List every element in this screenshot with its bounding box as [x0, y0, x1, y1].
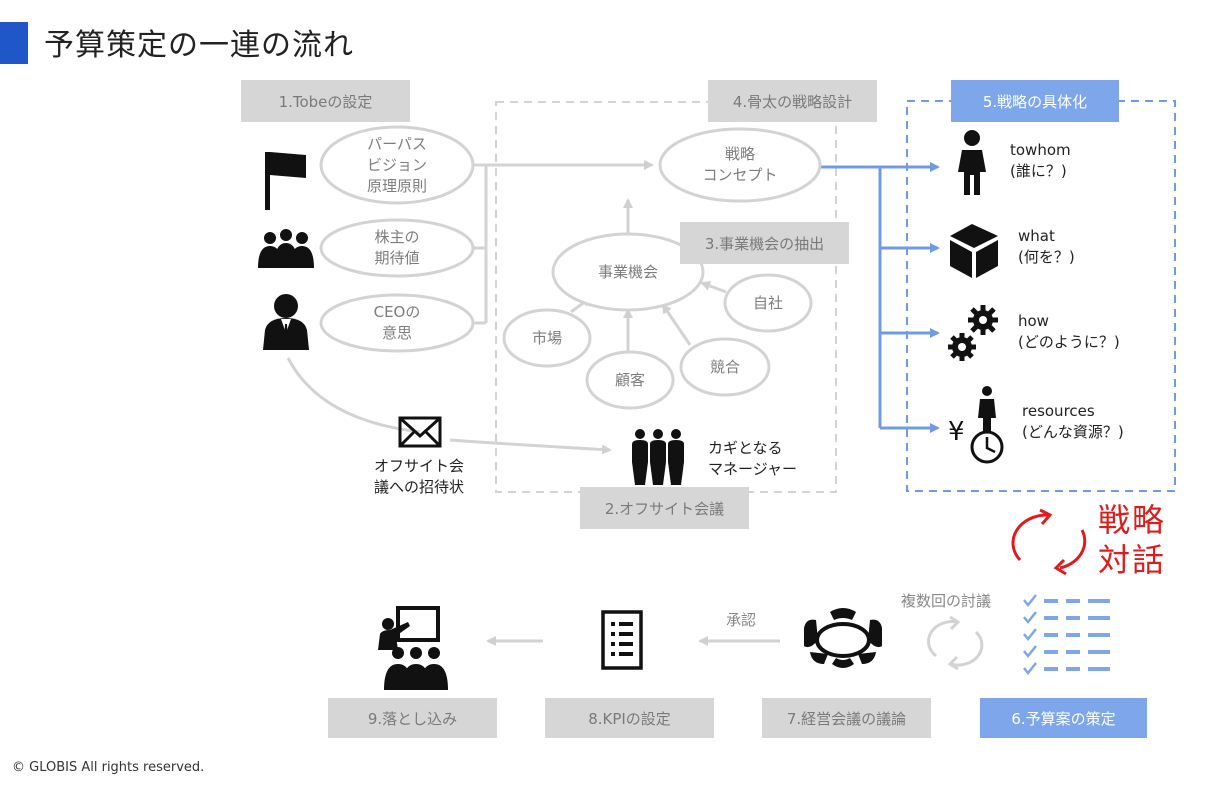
- resources-label: resources (どんな資源？): [1022, 402, 1124, 441]
- what-label: what (何を？): [1018, 227, 1075, 266]
- purpose-label: パーパス ビジョン 原理原則: [366, 134, 427, 195]
- page-title: 予算策定の一連の流れ: [44, 28, 354, 63]
- towhom-label: towhom (誰に？): [1010, 141, 1071, 180]
- step-8-box: 8.KPIの設定: [545, 698, 714, 738]
- shareholder-label: 株主の 期待値: [374, 228, 420, 267]
- box-icon: [950, 224, 998, 278]
- competitor-label: 競合: [709, 357, 740, 376]
- step-5-box: 5.戦略の具体化: [951, 80, 1119, 122]
- step-3-box: 3.事業機会の抽出: [680, 222, 849, 264]
- flag-icon: [265, 152, 306, 210]
- managers-label: カギとなる マネージャー: [708, 439, 797, 478]
- customer-oval: [585, 350, 675, 410]
- step-6-box: 6.予算案の策定: [980, 698, 1147, 738]
- copyright: © GLOBIS All rights reserved.: [12, 760, 205, 775]
- step-4-box: 4.骨太の戦略設計: [708, 80, 877, 122]
- step-1-box: 1.Tobeの設定: [241, 80, 410, 122]
- company-label: 自社: [752, 293, 783, 312]
- meeting-table-icon: [804, 608, 882, 668]
- businessman-icon: [263, 294, 309, 350]
- svg-text:¥: ¥: [948, 417, 965, 447]
- concept-oval: [658, 127, 822, 203]
- document-icon: [601, 610, 643, 670]
- checklist-icon: [1023, 594, 1110, 676]
- invite-label: オフサイト会 議への招待状: [374, 457, 465, 496]
- discussions-label: 複数回の討議: [901, 592, 992, 610]
- ceo-label: CEOの 意思: [373, 303, 421, 342]
- gears-icon: [948, 305, 998, 361]
- group-icon: [258, 229, 314, 268]
- presentation-icon: [378, 606, 448, 690]
- dialogue-label: 戦略 対話: [1098, 501, 1167, 579]
- concept-label: 戦略 コンセプト: [702, 145, 778, 184]
- title-accent-bar: [0, 22, 28, 64]
- shareholder-oval: [319, 218, 475, 278]
- step-2-box: 2.オフサイト会議: [580, 487, 749, 529]
- company-oval: [723, 273, 813, 333]
- purpose-oval: [319, 125, 475, 205]
- market-oval: [502, 308, 592, 368]
- customer-label: 顧客: [614, 370, 645, 389]
- managers-icon: [632, 429, 684, 485]
- yen-person-clock-icon: ¥: [948, 386, 1004, 464]
- step-9-box: 9.落とし込み: [328, 698, 497, 738]
- person-icon: [958, 130, 986, 195]
- opportunity-oval: [551, 232, 705, 312]
- step-7-box: 7.経営会議の議論: [762, 698, 931, 738]
- dialogue-cycle-icon: [1011, 508, 1087, 576]
- cycle-icon: [926, 615, 984, 671]
- competitor-oval: [679, 337, 771, 397]
- ceo-oval: [319, 293, 475, 353]
- opportunity-label: 事業機会: [597, 262, 658, 281]
- envelope-icon: [398, 416, 442, 448]
- how-label: how (どのように？): [1018, 312, 1120, 351]
- market-label: 市場: [531, 328, 562, 347]
- approval-label: 承認: [726, 611, 757, 629]
